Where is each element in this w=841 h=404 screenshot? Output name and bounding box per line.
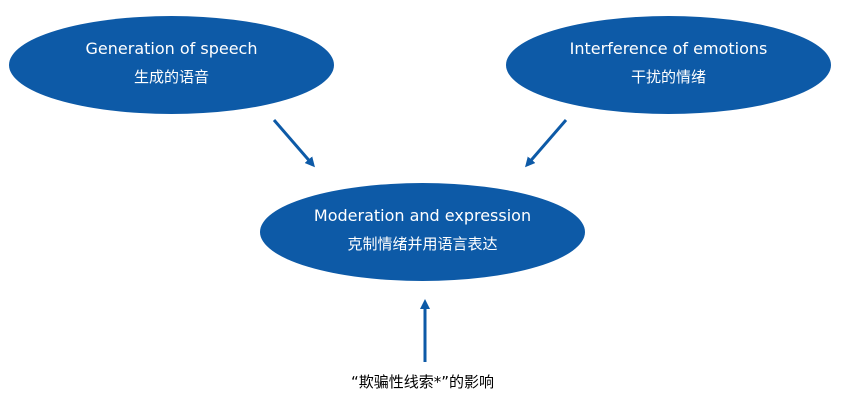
arrow-emotions-to-center [525, 119, 568, 168]
node-center-en-label: Moderation and expression [313, 206, 532, 225]
deceptive-cues-label: “欺骗性线索*”的影响 [350, 373, 495, 391]
node-center-zh-label: 克制情绪并用语言表达 [347, 235, 498, 253]
node-generation-of-speech: Generation of speech 生成的语音 [9, 16, 334, 114]
node-interference-of-emotions: Interference of emotions 干扰的情绪 [506, 16, 831, 114]
arrow-speech-to-center [272, 119, 315, 168]
node-speech-zh-label: 生成的语音 [133, 68, 209, 86]
node-moderation-and-expression: Moderation and expression 克制情绪并用语言表达 [260, 183, 585, 281]
node-emotions-zh-label: 干扰的情绪 [630, 68, 706, 86]
node-emotions-en-label: Interference of emotions [569, 39, 768, 58]
node-speech-en-label: Generation of speech [85, 39, 258, 58]
